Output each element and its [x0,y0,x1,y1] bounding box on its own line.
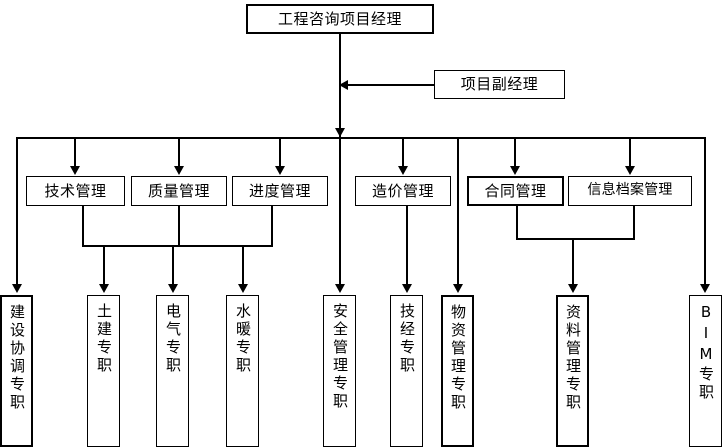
node-technical-management: 技术管理 [26,176,125,206]
node-materials-management-staff-label: 物资管理专职 [449,304,467,412]
arrow-bus-to-materials-management-staff [453,284,463,293]
connector-cost-management-to-technical-economics-staff [406,206,408,285]
connector-bus-to-technical-management [74,137,76,167]
arrow-bus-to-technical-management [70,166,80,175]
node-technical-economics-staff-label: 技经专职 [398,303,416,375]
connector-sub-bus-technical-group [82,245,273,247]
connector-information-archive-management-down [633,206,635,240]
arrow-sub-bus-to-documentation-management-staff [568,284,578,293]
node-information-archive-management: 信息档案管理 [568,176,692,206]
node-technical-economics-staff: 技经专职 [390,295,423,447]
node-deputy-project-manager-label: 项目副经理 [460,75,539,94]
arrow-cost-management-to-technical-economics-staff [402,284,412,293]
connector-bus-to-construction-coordination-staff [16,137,18,285]
connector-quality-management-down [178,206,180,247]
node-bim-staff-label: BIM专职 [697,303,715,402]
connector-sub-bus-to-documentation-management-staff [572,238,574,285]
node-deputy-project-manager: 项目副经理 [434,70,565,99]
node-documentation-management-staff: 资料管理专职 [556,295,589,447]
connector-bus-to-progress-management [279,137,281,167]
node-plumbing-hvac-staff: 水暖专职 [226,295,259,447]
node-cost-management-label: 造价管理 [371,181,434,200]
arrow-bus-to-progress-management [275,166,285,175]
connector-bus-to-quality-management [178,137,180,167]
connector-sub-bus-to-plumbing-hvac-staff [242,245,244,285]
arrow-bus-to-construction-coordination-staff [12,284,22,293]
arrow-bus-to-cost-management [398,166,408,175]
node-construction-coordination-staff-label: 建设协调专职 [8,304,26,412]
connector-bus-to-contract-management [514,137,516,167]
connector-sub-bus-to-civil-engineering-staff [103,245,105,285]
connector-bus-to-bim-staff [704,137,706,285]
arrow-sub-bus-to-civil-engineering-staff [99,284,109,293]
node-safety-management-staff: 安全管理专职 [323,295,356,447]
connector-sub-bus-to-electrical-staff [172,245,174,285]
arrow-pm-trunk-to-bus [335,128,345,137]
node-construction-coordination-staff: 建设协调专职 [0,295,33,447]
connector-bus-to-materials-management-staff [457,137,459,285]
node-contract-management-label: 合同管理 [484,181,547,200]
node-civil-engineering-staff-label: 土建专职 [95,303,113,375]
connector-technical-management-down [82,206,84,247]
node-progress-management-label: 进度管理 [248,181,311,200]
node-project-manager: 工程咨询项目经理 [246,4,434,34]
arrow-sub-bus-to-electrical-staff [168,284,178,293]
connector-progress-management-down [271,206,273,247]
node-bim-staff: BIM专职 [689,295,722,447]
node-documentation-management-staff-label: 资料管理专职 [564,304,582,412]
node-materials-management-staff: 物资管理专职 [441,295,474,447]
node-information-archive-management-label: 信息档案管理 [587,182,673,199]
connector-deputy-to-trunk [348,84,434,86]
connector-contract-management-down [516,206,518,240]
arrow-bus-to-quality-management [174,166,184,175]
connector-bus-to-cost-management [402,137,404,167]
connector-sub-bus-contract-group [516,238,635,240]
arrow-deputy-to-trunk [339,80,348,90]
node-quality-management: 质量管理 [131,176,227,206]
node-safety-management-staff-label: 安全管理专职 [331,303,349,411]
arrow-bus-to-safety-management-staff [335,284,345,293]
node-quality-management-label: 质量管理 [147,181,210,200]
connector-main-bus [17,137,706,139]
arrow-bus-to-contract-management [510,166,520,175]
node-cost-management: 造价管理 [355,176,451,206]
node-civil-engineering-staff: 土建专职 [87,295,120,447]
node-electrical-staff: 电气专职 [156,295,189,447]
connector-bus-to-information-archive-management [629,137,631,167]
node-progress-management: 进度管理 [232,176,328,206]
node-technical-management-label: 技术管理 [44,181,107,200]
arrow-bus-to-information-archive-management [625,166,635,175]
node-project-manager-label: 工程咨询项目经理 [277,9,402,28]
node-electrical-staff-label: 电气专职 [164,303,182,375]
connector-bus-to-safety-management-staff [339,137,341,285]
arrow-sub-bus-to-plumbing-hvac-staff [238,284,248,293]
node-plumbing-hvac-staff-label: 水暖专职 [234,303,252,375]
arrow-bus-to-bim-staff [700,284,710,293]
node-contract-management: 合同管理 [467,176,564,206]
